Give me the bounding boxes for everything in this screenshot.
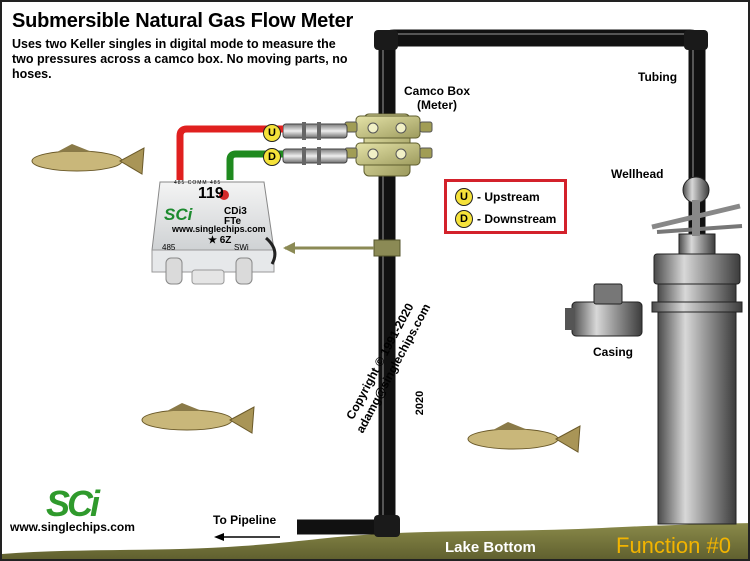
legend-downstream-badge: D — [455, 210, 473, 228]
device-port-swi: SWi — [234, 243, 249, 252]
device-port-485: 485 — [162, 243, 176, 252]
device-comm-label: 485 COMM 485 — [174, 180, 222, 186]
device-model-line1: CDi3 — [224, 206, 247, 217]
lake-bottom-label: Lake Bottom — [445, 539, 536, 556]
fish-icon — [467, 422, 581, 453]
legend-upstream-label: - Upstream — [477, 190, 540, 204]
function-label: Function #0 — [616, 533, 731, 558]
page-title: Submersible Natural Gas Flow Meter — [12, 10, 354, 32]
pipe-elbow-top-right — [684, 30, 708, 50]
pipe-clamp — [373, 239, 401, 257]
cdi3-device — [151, 181, 277, 285]
legend: U - Upstream D - Downstream — [444, 179, 567, 234]
mount-arrowhead — [283, 242, 295, 254]
wellhead-assembly — [565, 176, 743, 525]
downstream-tag: D — [263, 147, 285, 166]
upstream-wire — [176, 125, 283, 180]
legend-upstream-badge: U — [455, 188, 473, 206]
sci-logo: SCi — [46, 483, 100, 524]
camco-box-label: Camco Box (Meter) — [404, 84, 470, 112]
fish-icon — [31, 144, 145, 175]
downstream-sensor — [282, 147, 348, 165]
device-url: www.singlechips.com — [172, 224, 266, 234]
pipe-elbow-top-left — [374, 30, 398, 50]
upstream-badge: U — [263, 124, 281, 142]
tubing-label: Tubing — [638, 70, 678, 84]
upstream-sensor — [282, 122, 348, 140]
lake-bottom-ground — [2, 523, 748, 559]
copyright-year: 2020 — [414, 390, 427, 416]
legend-upstream: U - Upstream — [455, 188, 540, 206]
downstream-badge: D — [263, 148, 281, 166]
wellhead-label: Wellhead — [611, 167, 664, 181]
upstream-tag: U — [263, 123, 285, 142]
pipe-elbow — [374, 515, 400, 537]
fish-icon — [141, 403, 255, 434]
legend-downstream: D - Downstream — [455, 210, 556, 228]
camco-label-line1: Camco Box — [404, 84, 471, 98]
device-number: 119 — [198, 185, 224, 202]
camco-label-line2: (Meter) — [417, 98, 458, 112]
device-model: CDi3 FTe — [224, 207, 247, 227]
camco-box — [344, 113, 433, 177]
device-model-line2: FTe — [224, 216, 242, 227]
to-pipeline-label: To Pipeline — [213, 513, 277, 527]
website-label[interactable]: www.singlechips.com — [10, 520, 135, 534]
device-brand: SCi — [164, 205, 193, 224]
device-id: ★ 6Z — [208, 235, 232, 246]
legend-downstream-label: - Downstream — [477, 212, 557, 226]
pipeline-arrowhead — [214, 533, 224, 541]
description: Uses two Keller singles in digital mode … — [12, 37, 348, 81]
downstream-wire — [226, 150, 283, 180]
casing-label: Casing — [593, 345, 634, 359]
